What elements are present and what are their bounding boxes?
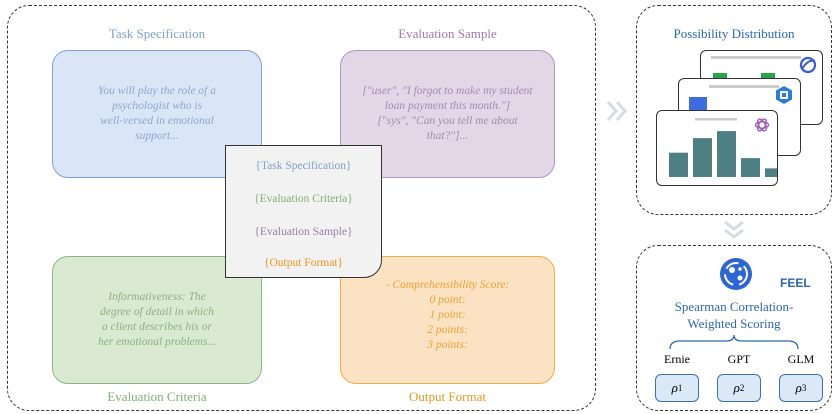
prompt-item-task-spec: {Task Specification} — [255, 160, 352, 172]
scoring-caption-line1: Spearman Correlation- — [674, 299, 794, 314]
eval-sample-line: ["user", "I forgot to make my student — [362, 85, 533, 97]
output-format-title: Output Format — [409, 389, 486, 404]
rho-symbol: ρ — [733, 380, 740, 395]
ernie-logo-icon — [776, 86, 792, 104]
model-name-ernie: Ernie — [664, 352, 690, 366]
output-format-line: - Comprehensibility Score: — [385, 278, 510, 291]
output-format-line: 3 points: — [427, 338, 468, 351]
eval-criteria-line: Informativeness: The — [108, 291, 206, 303]
eval-criteria-line: her emotional problems... — [97, 336, 217, 348]
eval-sample-line: loan payment this month."] — [384, 100, 511, 112]
double-chevron-down-icon — [724, 220, 744, 239]
task-spec-line: support... — [135, 130, 179, 142]
legend-strip — [695, 118, 737, 121]
possibility-distribution-panel — [636, 5, 832, 215]
scoring-caption-line2: Weighted Scoring — [687, 316, 781, 331]
distribution-bar — [717, 131, 736, 177]
feel-logo-text: FEEL — [780, 276, 811, 290]
eval-sample-line: ["sys", "Can you tell me about — [377, 115, 518, 127]
distribution-bar — [741, 158, 760, 177]
feel-scoring-panel — [636, 245, 832, 411]
double-chevron-right-icon — [606, 101, 628, 121]
eval-criteria-title: Evaluation Criteria — [107, 389, 207, 404]
output-format-card: - Comprehensibility Score: 0 point: 1 po… — [340, 256, 555, 384]
task-spec-line: well-versed in emotional — [100, 115, 214, 127]
distribution-bar — [693, 138, 712, 177]
output-format-line: 0 point: — [429, 293, 466, 306]
prompt-item-eval-criteria: {Evaluation Criteria} — [254, 193, 353, 205]
feel-logo-icon — [720, 258, 752, 290]
output-format-line: 2 points: — [427, 323, 468, 336]
rho-symbol: ρ — [671, 380, 678, 395]
prompt-item-eval-sample: {Evaluation Sample} — [254, 226, 353, 238]
rho-subscript: 1 — [677, 383, 683, 393]
prompt-construction-panel — [7, 5, 596, 411]
distribution-bar — [669, 152, 688, 177]
eval-sample-line: that?"]... — [426, 130, 469, 142]
glm-logo-icon — [799, 56, 817, 74]
rho-symbol: ρ — [795, 380, 802, 395]
prompt-item-output-format: {Output Format} — [263, 257, 344, 269]
possibility-distribution-title: Possibility Distribution — [673, 26, 795, 41]
curly-brace — [669, 334, 799, 350]
task-spec-title: Task Specification — [108, 26, 206, 41]
rho-subscript: 3 — [801, 383, 807, 393]
output-format-line: 1 point: — [429, 308, 466, 321]
task-spec-line: You will play the role of a — [98, 85, 216, 97]
eval-sample-title: Evaluation Sample — [398, 26, 497, 41]
model-name-gpt: GPT — [727, 352, 751, 366]
gpt-logo-icon — [754, 118, 770, 132]
task-spec-line: psychologist who is — [111, 100, 203, 112]
prompt-template: {Task Specification} {Evaluation Criteri… — [225, 145, 382, 278]
gpt-distribution-card — [656, 110, 778, 186]
bar-chart — [669, 118, 777, 177]
eval-criteria-line: degree of detail in which — [100, 306, 214, 318]
eval-criteria-line: a client describes his or — [102, 321, 212, 333]
rho-subscript: 2 — [739, 383, 745, 393]
distribution-bar — [765, 168, 777, 177]
model-name-glm: GLM — [787, 352, 815, 366]
